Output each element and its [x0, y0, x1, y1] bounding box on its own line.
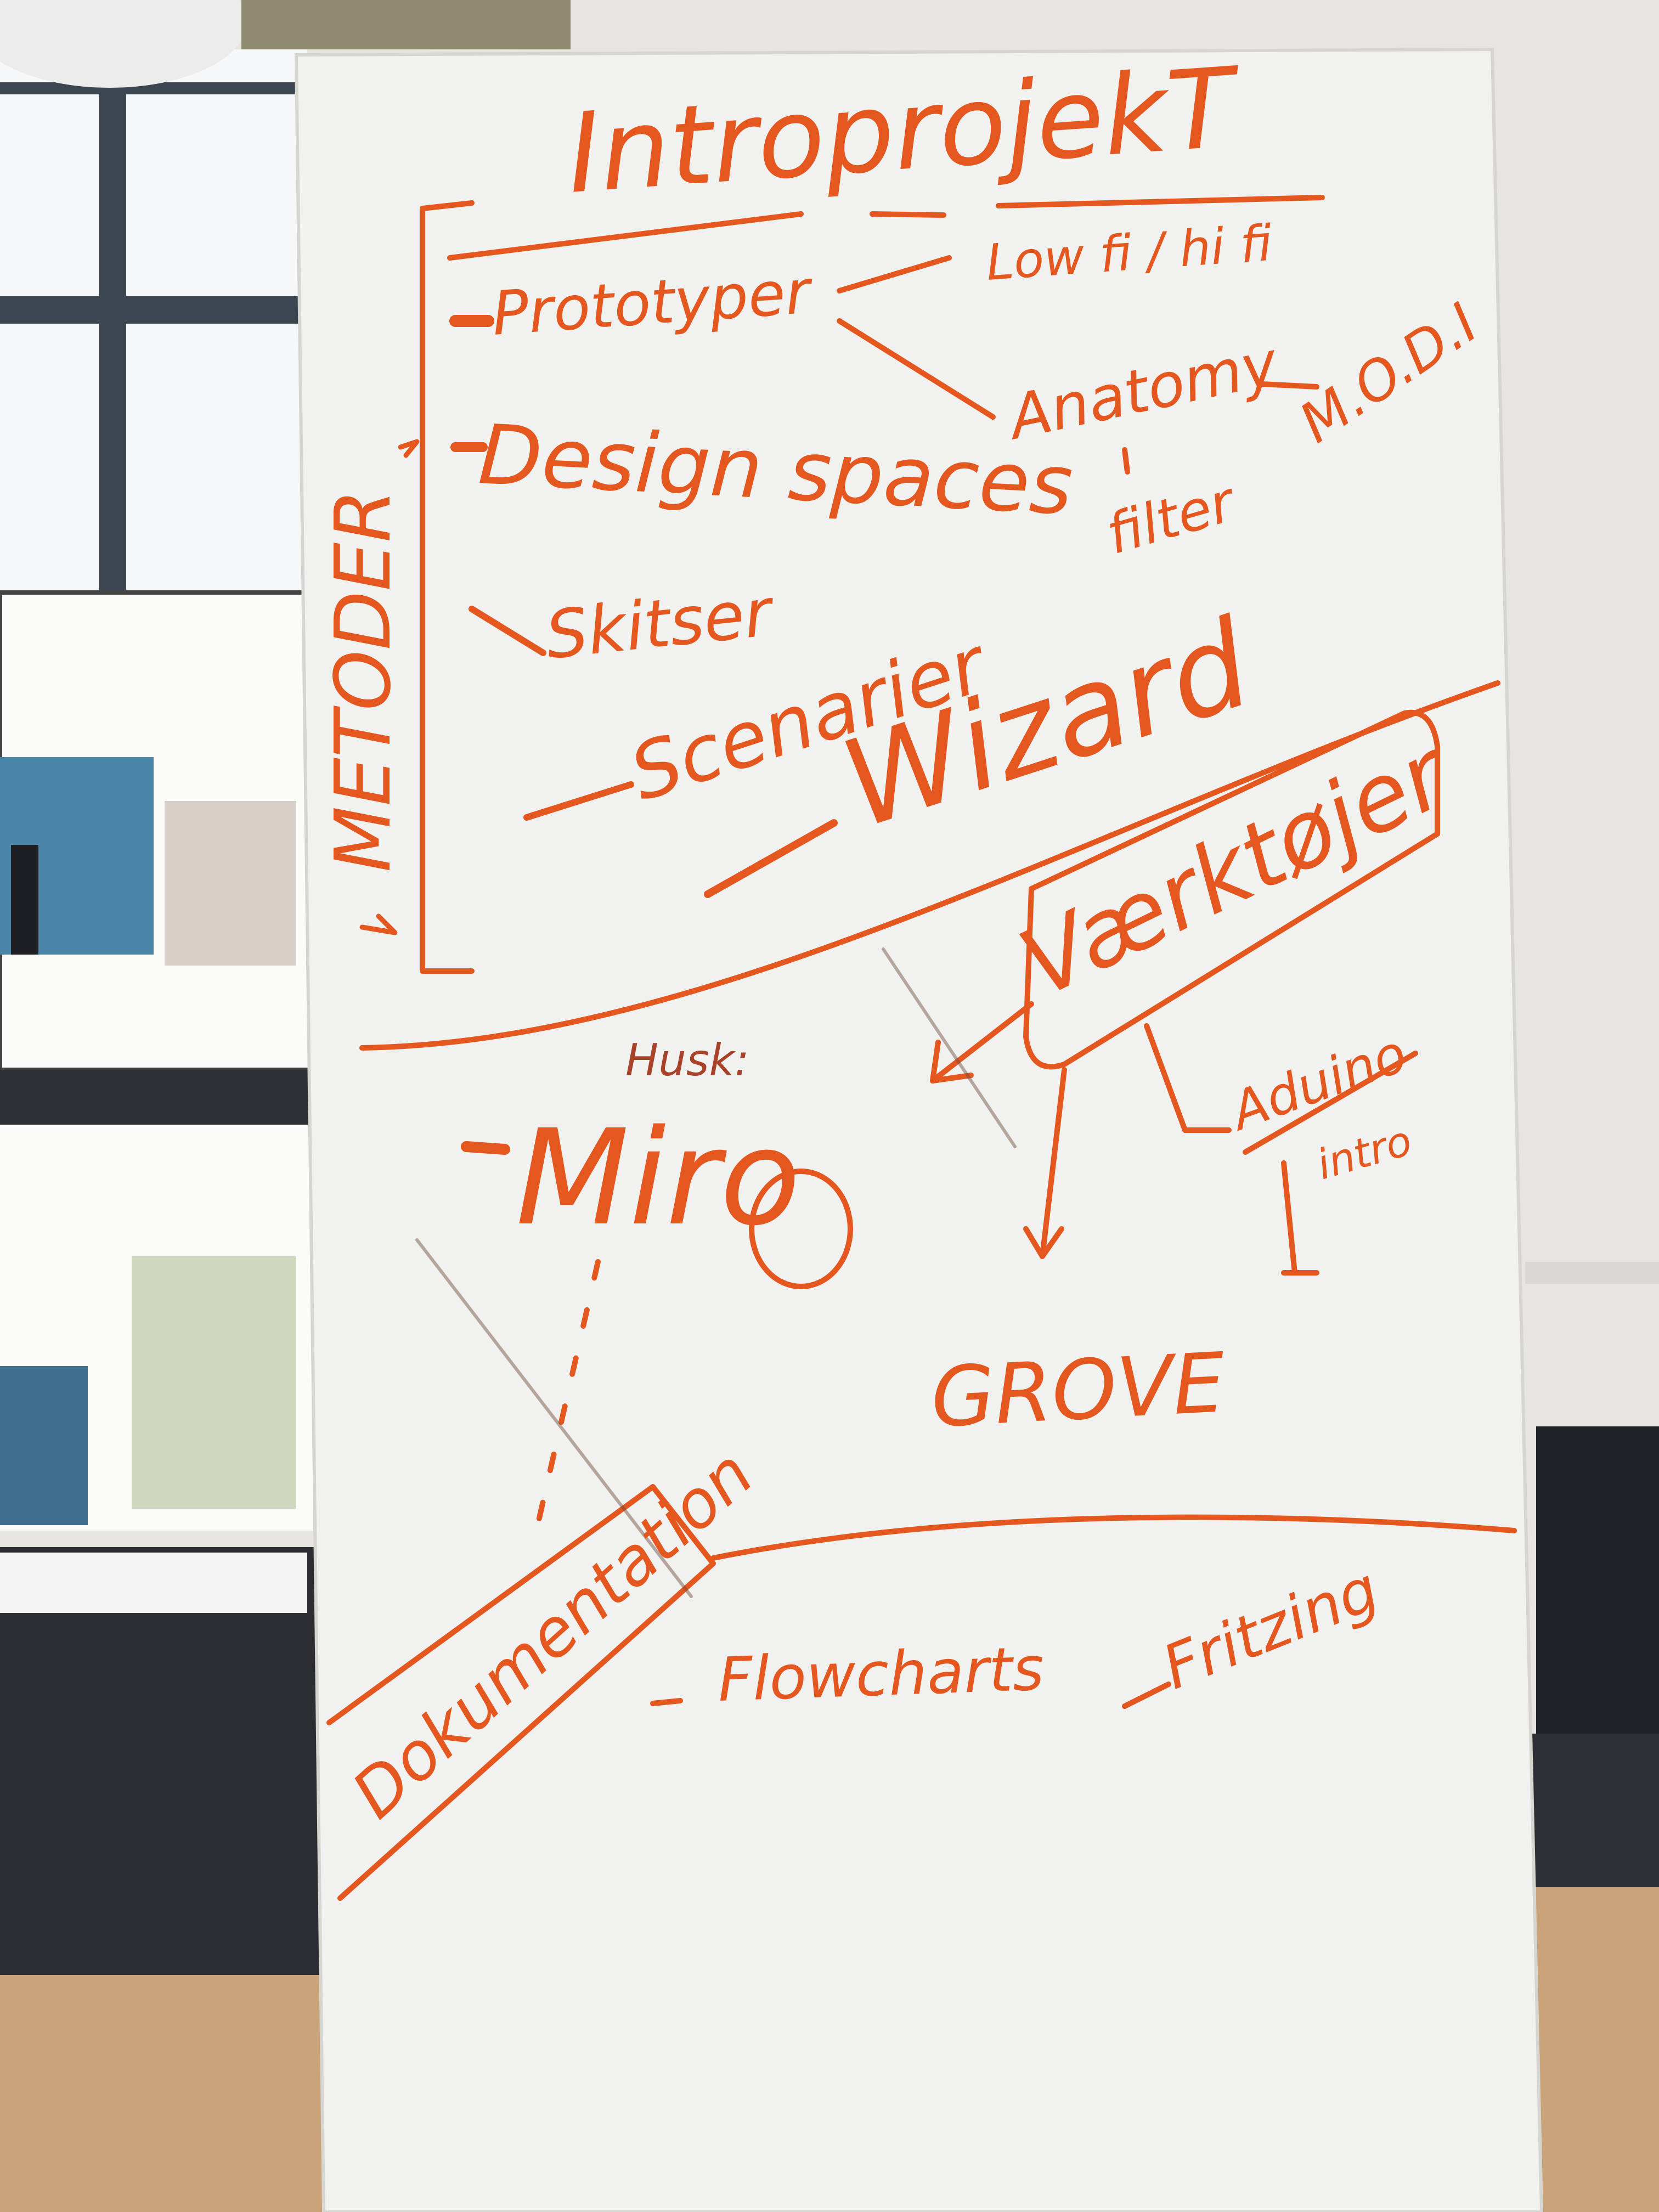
tool-grove: GROVE — [929, 1335, 1228, 1446]
metoder-label: METODER — [319, 489, 408, 873]
window — [0, 49, 307, 592]
floor — [0, 1975, 340, 2212]
doc-item-flowcharts: Flowcharts — [716, 1633, 1045, 1715]
tool-miro: Miro — [516, 1101, 800, 1255]
reminder-label: Husk: — [625, 1035, 749, 1086]
speaker — [1536, 1426, 1659, 1734]
desk — [0, 1547, 324, 1986]
whiteboard — [294, 47, 1544, 2212]
ceiling-lamp — [0, 0, 247, 88]
arduino-poster — [0, 590, 315, 1531]
curtain — [241, 0, 571, 49]
